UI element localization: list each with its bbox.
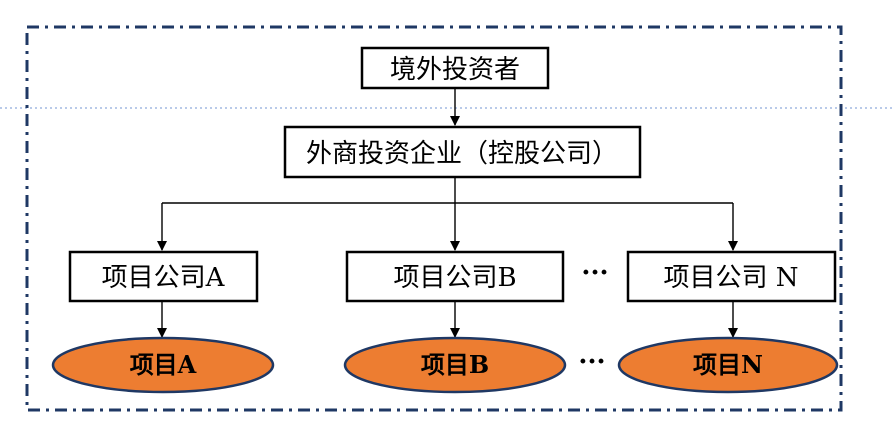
projects-ellipsis: ··· [578, 347, 605, 377]
connectors [157, 88, 738, 338]
holding-company-label: 外商投资企业（控股公司） [306, 139, 618, 169]
company-b-node: 项目公司B [345, 250, 565, 303]
investor-label: 境外投资者 [390, 55, 520, 85]
companies-ellipsis: ··· [581, 258, 608, 288]
project-b-label: 项目B [421, 350, 489, 379]
company-a-label: 项目公司A [102, 263, 226, 293]
project-n-label: 项目N [693, 350, 763, 379]
project-n-node: 项目N [617, 336, 839, 394]
project-a-node: 项目A [51, 336, 275, 394]
company-n-label: 项目公司 N [663, 263, 798, 293]
company-a-node: 项目公司A [68, 250, 259, 303]
company-b-label: 项目公司B [393, 263, 516, 293]
investor-node: 境外投资者 [360, 46, 550, 90]
holding-company-node: 外商投资企业（控股公司） [283, 125, 642, 179]
project-b-node: 项目B [343, 336, 567, 394]
project-a-label: 项目A [130, 350, 197, 379]
company-n-node: 项目公司 N [626, 250, 837, 303]
outer-frame [25, 25, 843, 412]
